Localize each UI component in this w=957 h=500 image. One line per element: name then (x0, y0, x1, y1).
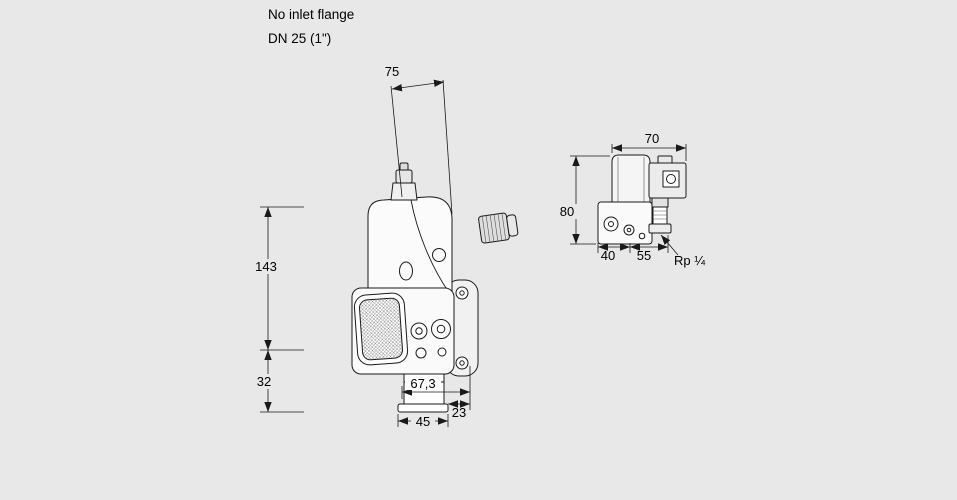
bolt-circle-a (415, 347, 427, 359)
dim-label-flange-width: 45 (416, 414, 430, 429)
bolt-circle-b (437, 347, 447, 357)
side-view (597, 154, 687, 245)
pipe-coupling (478, 212, 519, 244)
note-line-2: DN 25 (1") (268, 31, 331, 46)
dim-label-lower-height: 32 (257, 374, 271, 389)
dim-side-depths: 40 55 (597, 235, 669, 263)
dim-label-main-height: 143 (255, 259, 277, 274)
dim-label-side-top-width: 70 (645, 131, 659, 146)
dim-lower-height: 32 (252, 350, 304, 413)
indicator-window (432, 248, 446, 262)
thread-callout: Rp ¼ (660, 234, 705, 268)
dim-label-top-width: 75 (385, 64, 399, 79)
dim-side-height: 80 (553, 155, 610, 245)
dim-flange-width: 45 (397, 414, 449, 429)
cable-gland (666, 174, 676, 184)
solenoid-actuator (367, 196, 453, 295)
strainer-mesh (353, 292, 409, 366)
actuator-contour-line (410, 199, 449, 292)
side-solenoid (611, 154, 651, 203)
foot-plate (397, 403, 449, 413)
dim-label-depth-a: 40 (601, 248, 615, 263)
dim-side-top-width: 70 (611, 131, 687, 161)
dim-body-width: 67,3 (401, 366, 471, 410)
dim-label-depth-b: 55 (637, 248, 651, 263)
note-line-1: No inlet flange (268, 7, 354, 22)
dim-main-height: 143 (250, 206, 304, 351)
thread-label: Rp ¼ (674, 253, 705, 268)
dim-label-right-offset: 23 (452, 405, 466, 420)
front-view (351, 162, 519, 413)
dim-label-body-width: 67,3 (410, 376, 435, 391)
dim-right-offset: 23 (448, 400, 470, 420)
coil-connector (651, 197, 669, 208)
actuator-keyhole (399, 261, 413, 281)
dim-top-width: 75 (385, 64, 453, 215)
thread-nut (648, 223, 672, 234)
dim-label-side-height: 80 (560, 204, 574, 219)
